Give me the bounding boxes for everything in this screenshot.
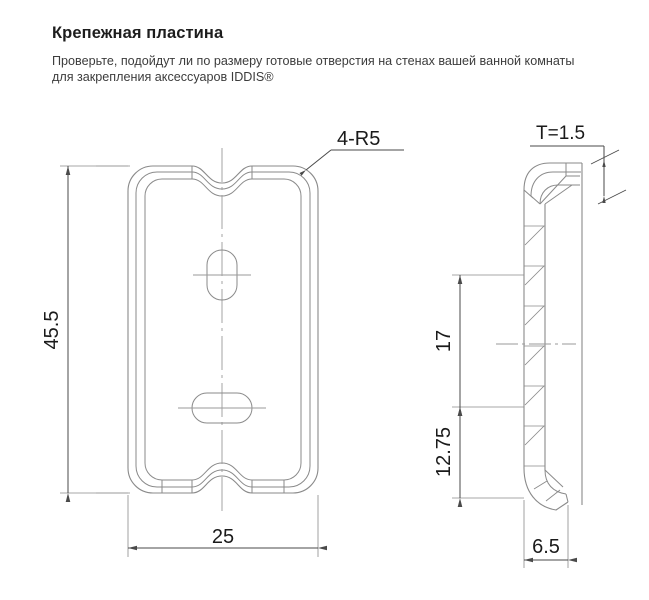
depth-dimension-label: 6.5 [532,536,560,558]
height-dimension-12-75 [452,407,524,507]
side-middle-curve-top [530,171,581,197]
header: Крепежная пластина Проверьте, подойдут л… [52,24,612,86]
depth-dimension-6-5 [523,500,577,568]
page-title: Крепежная пластина [52,24,224,42]
plate-outer-contour [127,165,319,494]
height-dimension-12-75-label: 12.75 [433,427,455,477]
height-dimension-label: 45.5 [41,311,63,350]
side-section-hatching [524,225,545,446]
side-left-tick-top2 [530,195,541,205]
side-outer-curl-bottom [523,467,569,511]
side-inner-curve-top [539,184,580,205]
subtitle-line-2: для закрепления аксессуаров IDDIS® [52,70,274,85]
plate-inner-contour [144,178,302,481]
side-curl-hatch-a [533,480,548,490]
radius-callout-leader [299,149,404,176]
side-curl-cap-right [565,493,569,503]
height-dimension-17 [452,274,524,416]
side-curl-inner-edge [544,469,564,488]
subtitle-line-1: Проверьте, подойдут ли по размеру готовы… [52,53,575,68]
width-dimension-25 [127,495,327,557]
side-inner-curl-bottom [544,469,567,495]
mounting-plate-front-view: 4-R5 45.5 25 [41,128,404,557]
side-top-join-c [544,184,573,205]
height-dimension-17-label: 17 [433,330,455,352]
height-dimension-45-5 [60,165,130,502]
side-outer-profile [523,162,582,191]
side-top-join-b [539,175,567,205]
side-section-rungs [524,225,545,467]
mounting-plate-side-view: T=1.5 17 12.75 6.5 [433,123,627,568]
plate-middle-contour [135,171,311,488]
width-dimension-label: 25 [212,526,234,548]
thickness-label: T=1.5 [536,123,585,144]
radius-callout-label: 4-R5 [337,128,380,150]
thickness-callout [530,145,627,205]
side-curl-hatch-b [545,489,561,502]
